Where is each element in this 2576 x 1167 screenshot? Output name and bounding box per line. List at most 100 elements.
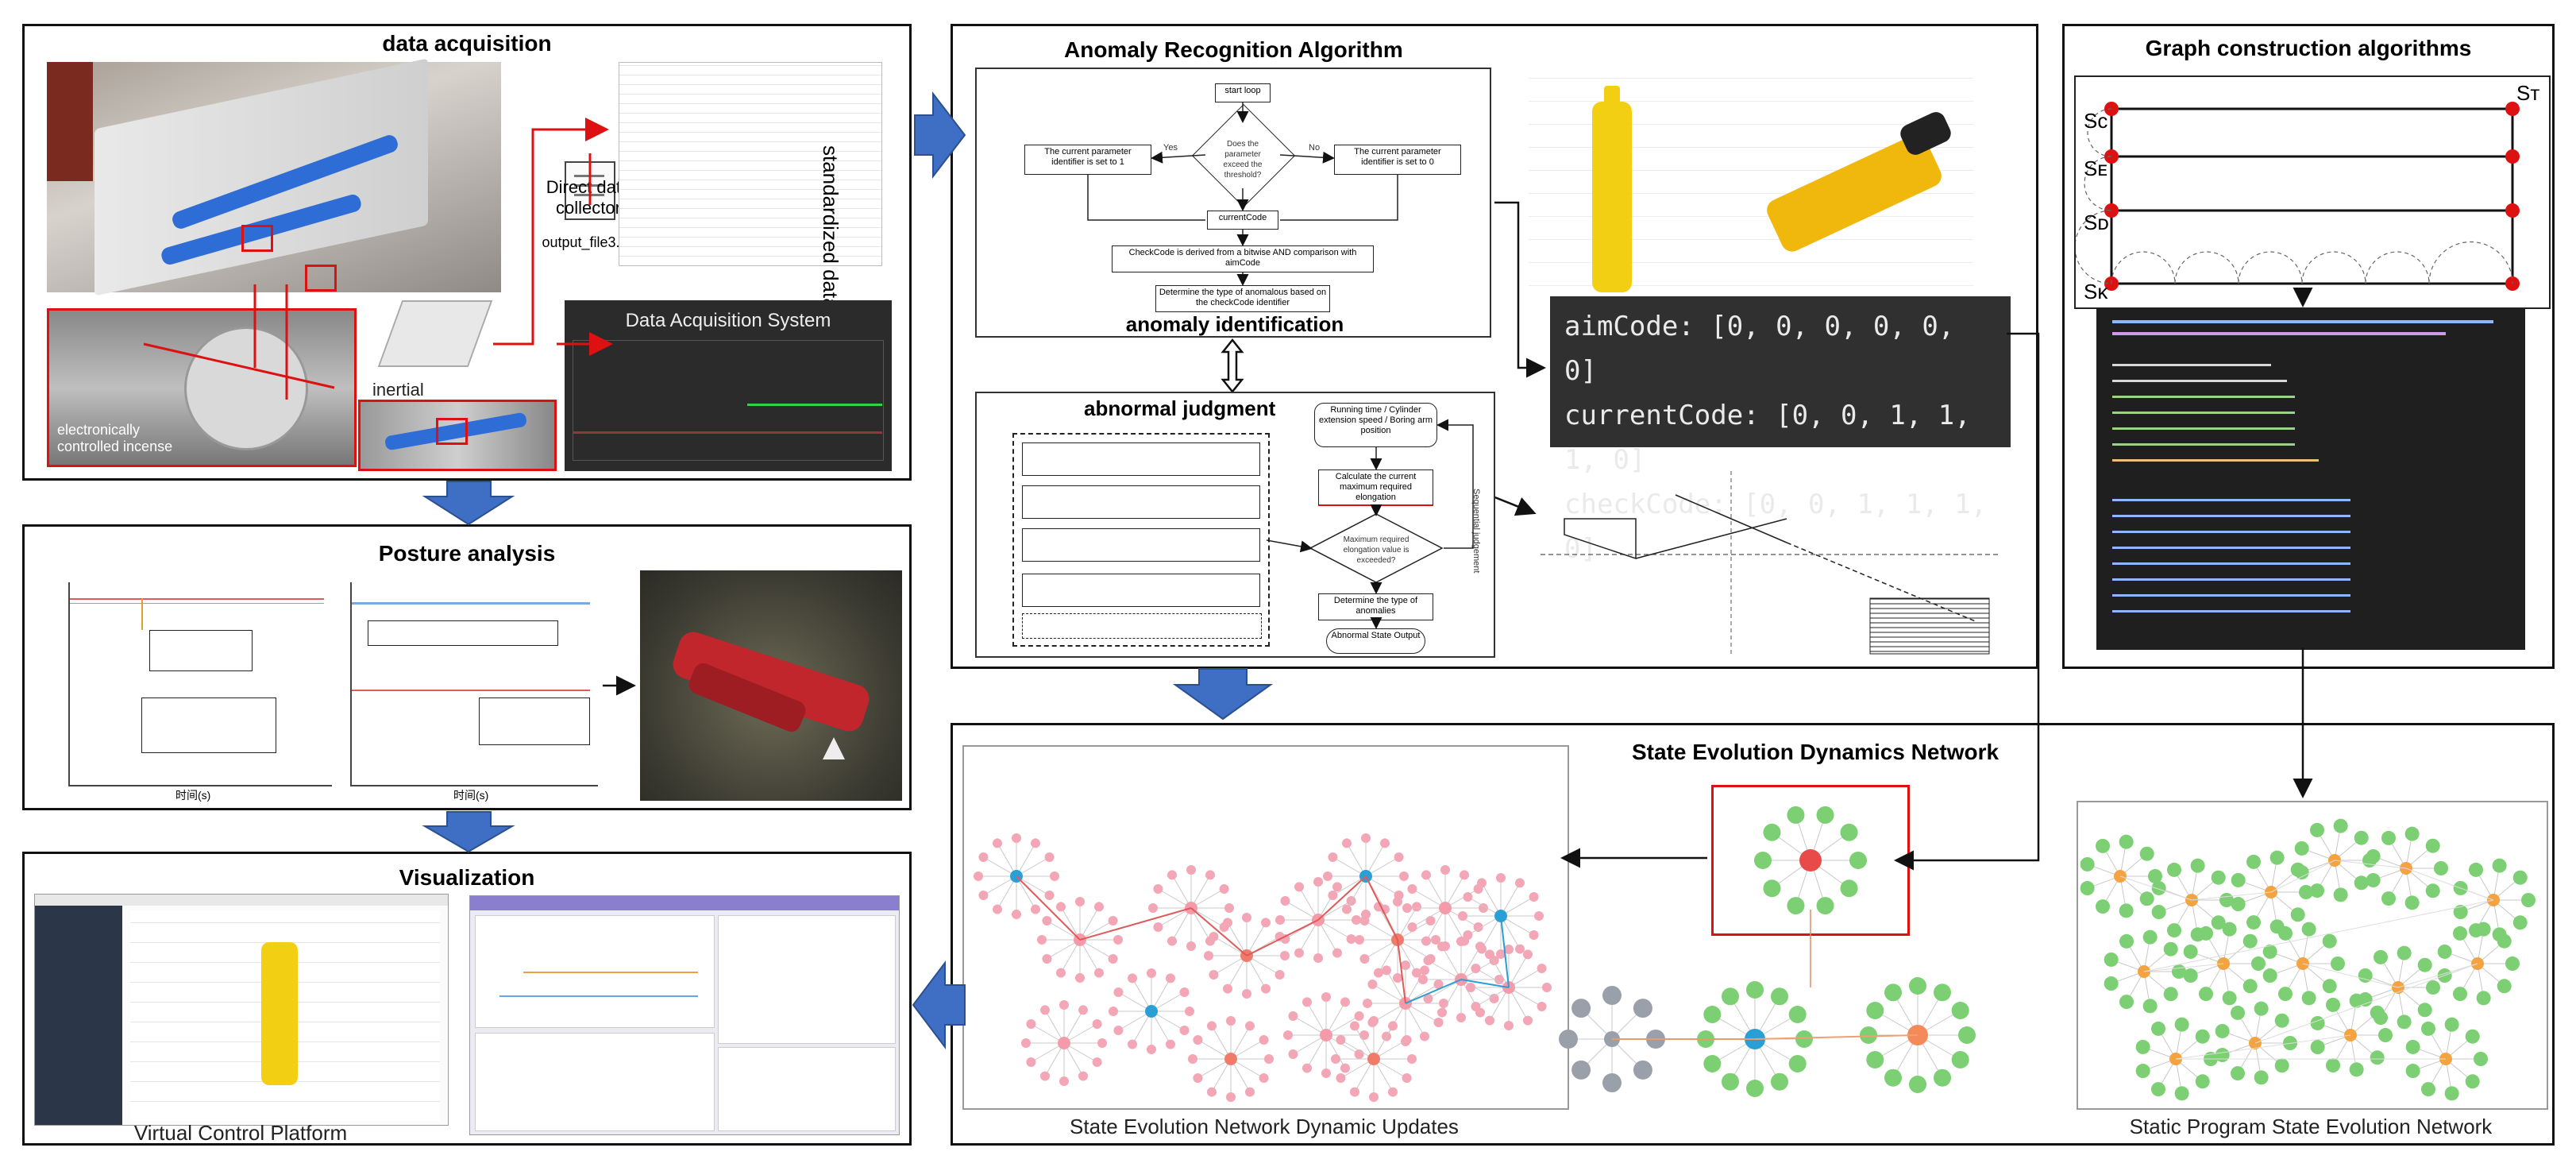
network-leaf-node	[1226, 1092, 1236, 1102]
network-leaf-node	[1042, 954, 1052, 964]
network-leaf-node	[1264, 1054, 1274, 1064]
data-spreadsheet	[619, 62, 882, 266]
network-leaf-node	[1515, 944, 1525, 954]
network-leaf-node	[1951, 1002, 1969, 1019]
network-leaf-node	[1342, 838, 1352, 848]
network-leaf-node	[2405, 1064, 2420, 1079]
network-leaf-node	[1259, 1035, 1269, 1045]
network-leaf-node	[2497, 979, 2512, 994]
virtual-platform-caption: Virtual Control Platform	[133, 1121, 348, 1145]
network-leaf-node	[2290, 907, 2305, 922]
network-leaf-node	[2231, 1005, 2245, 1020]
judge-calc: Calculate the current maximum required e…	[1318, 470, 1433, 506]
network-leaf-node	[1108, 916, 1118, 925]
network-leaf-node	[2195, 1029, 2210, 1044]
network-leaf-node	[1207, 1021, 1217, 1031]
network-leaf-node	[1209, 970, 1219, 980]
network-leaf-node	[1113, 987, 1124, 997]
network-leaf-node	[1056, 902, 1066, 912]
flow-connectors	[1087, 102, 1398, 286]
network-leaf-node	[1078, 1005, 1088, 1015]
network-hub-node	[1367, 1053, 1380, 1065]
flow-no: No	[1309, 143, 1321, 153]
network-leaf-node	[2135, 1039, 2150, 1054]
network-leaf-node	[1321, 992, 1331, 1002]
flow-check-code: CheckCode is derived from a bitwise AND …	[1112, 245, 1374, 272]
network-leaf-node	[2211, 915, 2226, 930]
network-leaf-node	[1703, 1006, 1722, 1023]
network-leaf-node	[1909, 977, 1926, 995]
network-leaf-node	[993, 904, 1002, 914]
network-leaf-node	[1958, 1026, 1976, 1044]
network-leaf-node	[2453, 925, 2467, 941]
network-leaf-node	[2425, 838, 2440, 853]
network-leaf-node	[1746, 981, 1764, 999]
network-leaf-node	[978, 891, 989, 900]
network-leaf-node	[2151, 1021, 2165, 1036]
network-leaf-node	[1816, 897, 1834, 915]
network-leaf-node	[1050, 871, 1059, 881]
network-leaf-node	[1026, 1057, 1036, 1067]
network-leaf-node	[1496, 949, 1506, 959]
network-leaf-node	[1463, 930, 1473, 940]
network-leaf-node	[1425, 916, 1436, 925]
network-leaf-node	[1097, 1038, 1107, 1048]
posture-chart-2	[350, 582, 598, 786]
network-leaf-node	[1031, 904, 1040, 914]
network-leaf-node	[1166, 1039, 1175, 1049]
network-leaf-node	[1153, 922, 1163, 932]
network-leaf-node	[1788, 1055, 1807, 1072]
network-leaf-node	[1477, 878, 1487, 888]
network-leaf-node	[1884, 983, 1902, 1002]
network-leaf-node	[2465, 1029, 2480, 1044]
network-leaf-node	[1302, 1063, 1312, 1073]
network-leaf-node	[1056, 968, 1066, 978]
network-leaf-node	[2269, 850, 2285, 865]
network-leaf-node	[1280, 934, 1290, 944]
network-leaf-node	[1477, 944, 1487, 954]
network-leaf-node	[1108, 954, 1118, 964]
network-leaf-node	[1359, 954, 1370, 964]
network-leaf-node	[1092, 1057, 1102, 1067]
network-leaf-node	[2096, 838, 2110, 853]
network-leaf-node	[1504, 1021, 1514, 1030]
network-hub-node	[1058, 1037, 1070, 1049]
network-leaf-node	[2370, 1005, 2385, 1020]
network-leaf-node	[1722, 987, 1739, 1006]
network-leaf-node	[2222, 922, 2237, 937]
network-leaf-node	[1361, 833, 1371, 843]
network-leaf-node	[1456, 937, 1466, 946]
judge-decision: Maximum required elongation value is exc…	[1309, 512, 1444, 584]
network-leaf-node	[1418, 975, 1428, 984]
network-leaf-node	[1328, 852, 1338, 862]
network-leaf-node	[1355, 935, 1364, 945]
network-leaf-node	[1193, 1035, 1203, 1045]
network-leaf-node	[1288, 1049, 1298, 1059]
network-leaf-node	[1407, 922, 1417, 932]
network-leaf-node	[2381, 830, 2396, 845]
network-leaf-node	[2354, 875, 2369, 891]
network-leaf-node	[1388, 1087, 1398, 1097]
network-leaf-node	[1188, 1054, 1197, 1064]
abnormal-judgment-box: abnormal judgment Running time / Cylinde…	[975, 392, 1495, 658]
network-leaf-node	[2104, 976, 2119, 991]
network-leaf-node	[1094, 968, 1104, 978]
posture-connectors	[603, 675, 636, 696]
abnormal-judgment-label: abnormal judgment	[1084, 396, 1276, 420]
network-leaf-node	[1504, 945, 1514, 954]
network-leaf-node	[2326, 1058, 2340, 1073]
network-leaf-node	[1369, 1092, 1379, 1102]
network-leaf-node	[1633, 1060, 1652, 1080]
network-leaf-node	[1332, 948, 1342, 958]
network-leaf-node	[2242, 979, 2258, 994]
network-leaf-node	[1275, 915, 1285, 925]
network-leaf-node	[2417, 1003, 2432, 1018]
network-leaf-node	[1275, 970, 1285, 980]
network-leaf-node	[1456, 1013, 1466, 1022]
network-leaf-node	[2374, 949, 2388, 964]
network-leaf-node	[1350, 1087, 1359, 1097]
network-leaf-node	[1261, 918, 1271, 928]
network-leaf-node	[1423, 956, 1433, 965]
network-leaf-node	[1787, 806, 1805, 824]
network-leaf-node	[1884, 1068, 1902, 1087]
